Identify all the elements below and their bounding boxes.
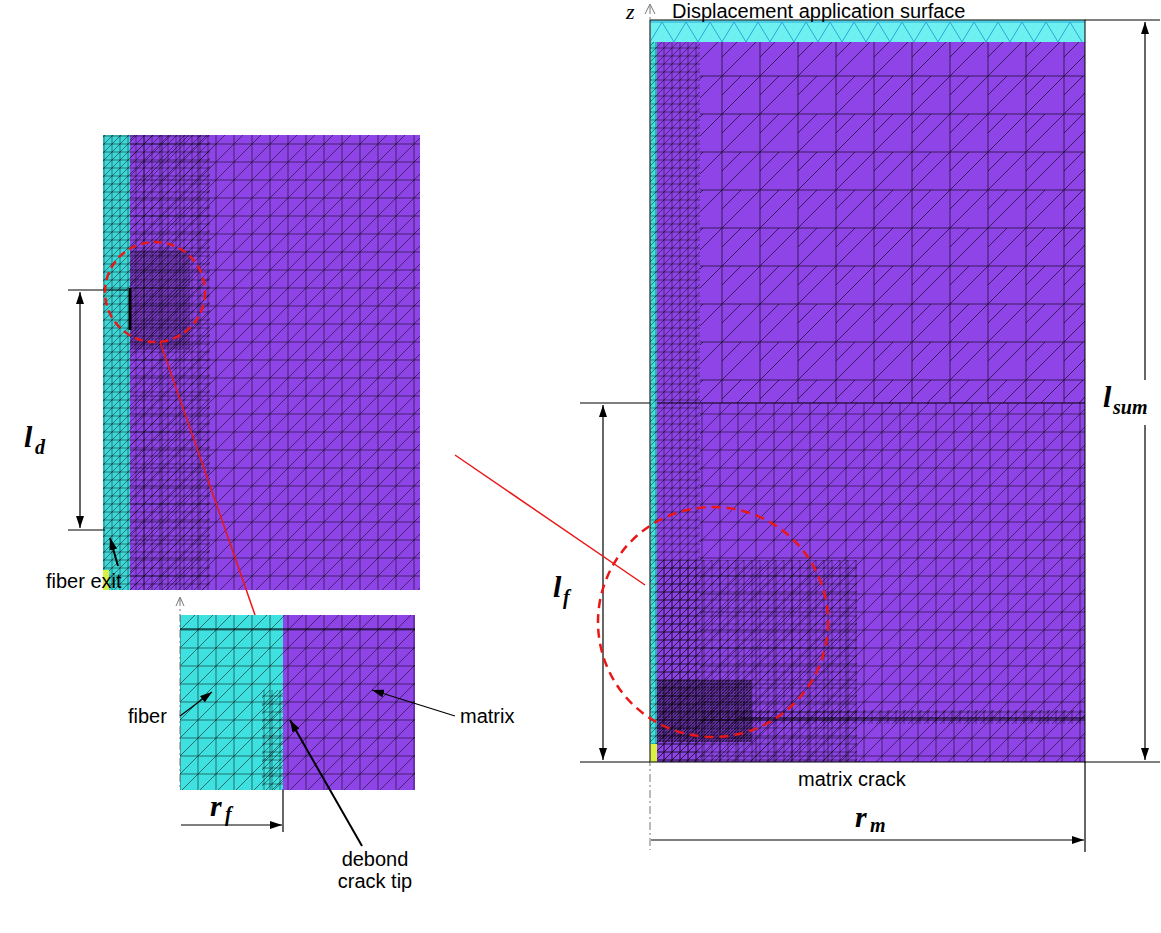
zoom-circle: [105, 242, 205, 342]
dimension-subscript: d: [35, 436, 45, 458]
zoom-circle: [598, 507, 828, 737]
dimension-subscript: f: [563, 586, 570, 608]
leader-arrow: [180, 692, 212, 716]
zoom-leader: [160, 342, 255, 615]
inset-panel: [180, 615, 415, 790]
leader-arrow: [290, 720, 362, 846]
dimension-symbol: r: [210, 789, 222, 822]
surface-label: Displacement application surface: [672, 0, 966, 22]
dimension-subscript: f: [225, 803, 232, 825]
zoom-panel: [103, 135, 420, 590]
lsum-dimension: [1085, 20, 1160, 762]
rf-dimension: [181, 790, 283, 832]
part-label: debond crack tip: [320, 848, 430, 892]
axis-label: z: [626, 0, 635, 24]
part-label: fiber exit: [46, 570, 122, 592]
symmetry-axis: [650, 6, 651, 850]
rm-dimension: [651, 762, 1085, 852]
part-label: fiber: [128, 705, 167, 727]
lf-dimension: [580, 403, 650, 762]
dimension-symbol: l: [553, 570, 561, 603]
zoom-leader: [455, 455, 645, 585]
leader-arrow: [372, 690, 455, 716]
dimension-symbol: l: [24, 420, 32, 453]
part-label: matrix: [460, 705, 514, 727]
leader-arrow: [110, 538, 118, 566]
dimension-symbol: r: [855, 800, 867, 833]
dimension-symbol: l: [1103, 380, 1111, 413]
full-model: [650, 20, 1085, 762]
dimension-subscript: m: [870, 814, 886, 836]
dimension-subscript: sum: [1113, 396, 1147, 418]
part-label: matrix crack: [798, 768, 906, 790]
